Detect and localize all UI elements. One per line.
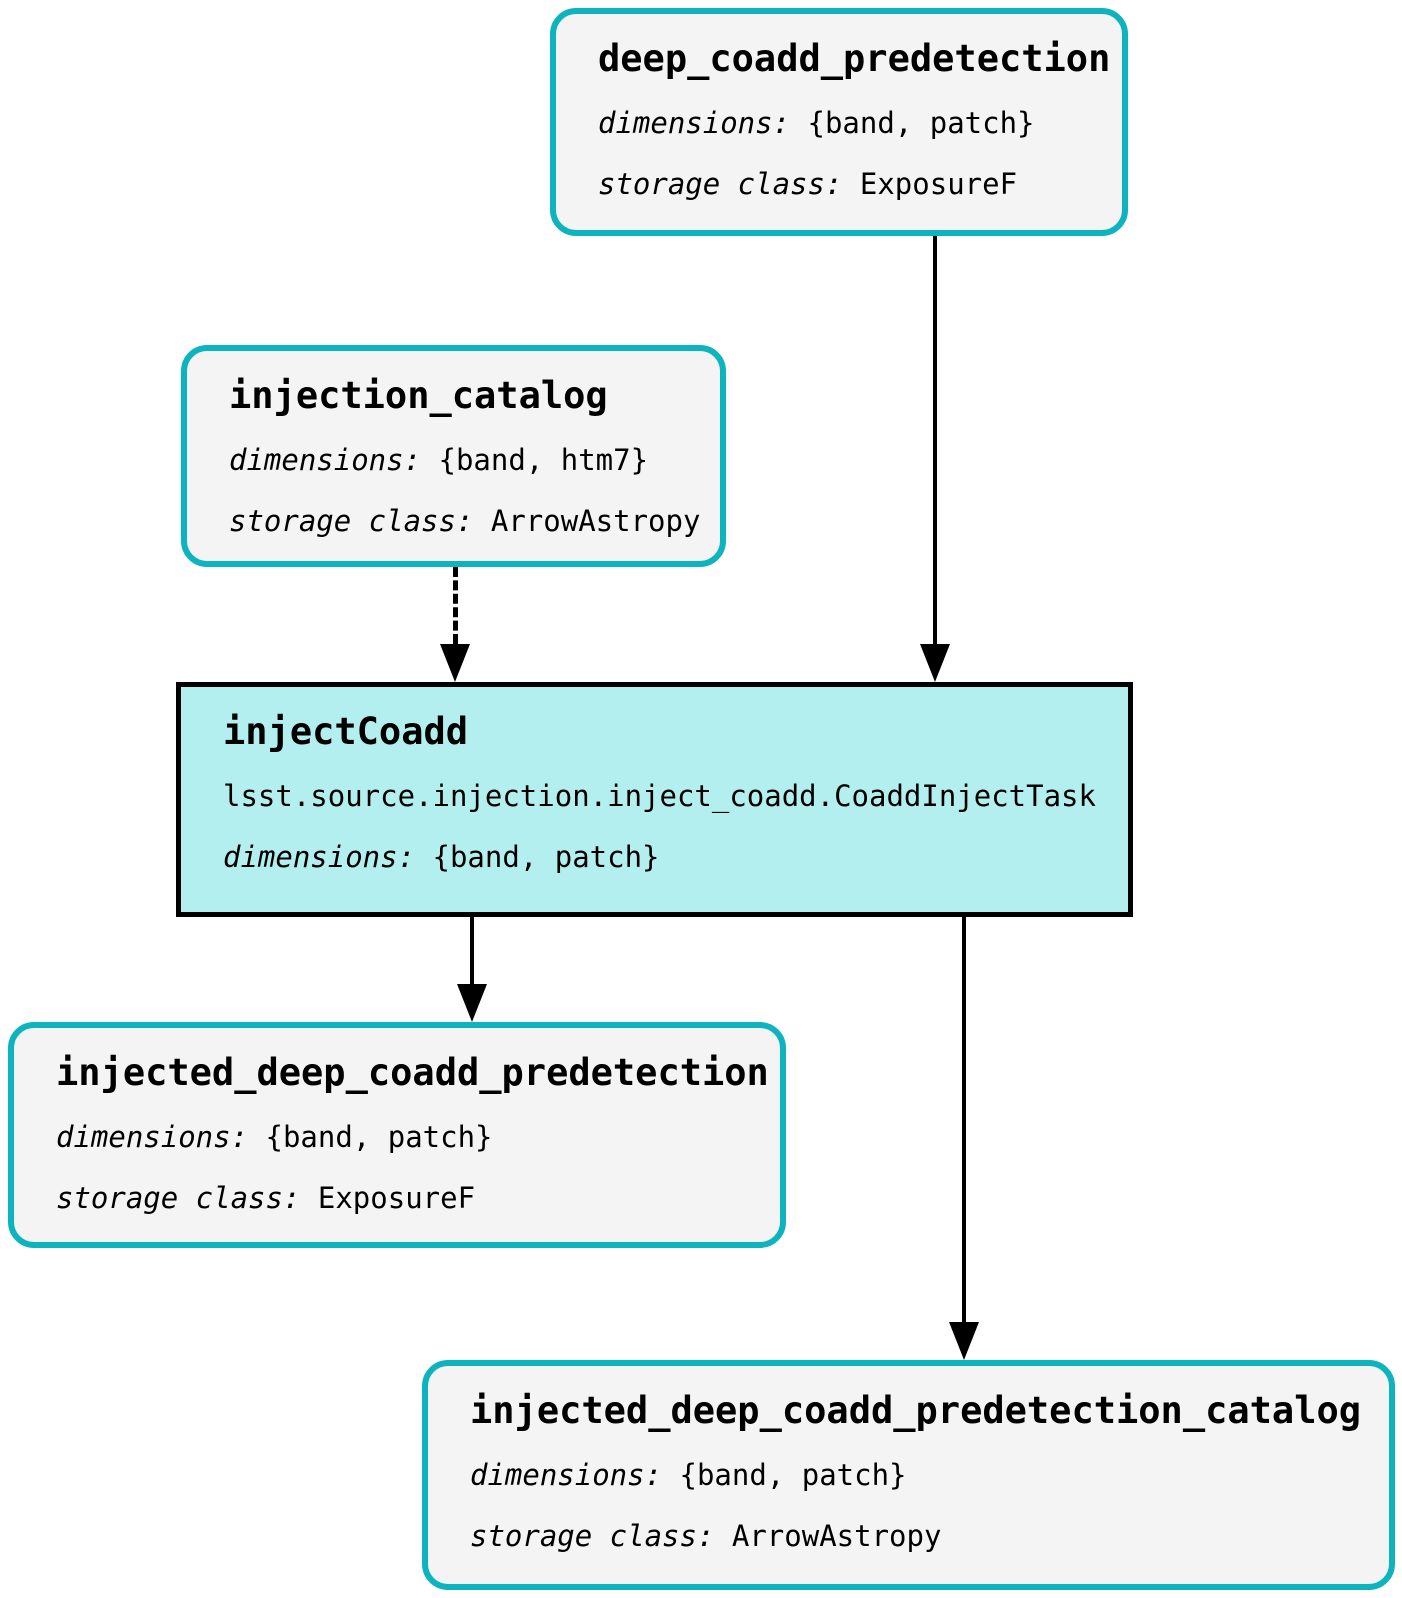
dimensions-value: {band, patch}: [679, 1457, 907, 1492]
node-injection-catalog: injection_catalog dimensions: {band, htm7…: [181, 345, 726, 567]
storage-class-label: storage class:: [56, 1181, 301, 1216]
arrowhead-icon: [457, 984, 487, 1022]
dimensions-row: dimensions: {band, patch}: [598, 105, 1080, 143]
dimensions-row: dimensions: {band, patch}: [56, 1119, 738, 1157]
storage-class-row: storage class: ArrowAstropy: [229, 503, 700, 541]
storage-class-label: storage class:: [470, 1519, 715, 1554]
node-title: injected_deep_coadd_predetection_catalog: [470, 1389, 1362, 1432]
dimensions-value: {band, patch}: [265, 1119, 493, 1154]
node-title: deep_coadd_predetection: [598, 37, 1111, 80]
node-title: injection_catalog: [229, 374, 608, 417]
storage-class-row: storage class: ExposureF: [56, 1180, 738, 1218]
storage-class-value: ArrowAstropy: [731, 1519, 942, 1554]
task-module-path: lsst.source.injection.inject_coadd.Coadd…: [223, 778, 1096, 813]
dimensions-row: dimensions: {band, patch}: [223, 839, 1086, 877]
node-injected-deep-coadd-predetection: injected_deep_coadd_predetection dimensi…: [8, 1022, 786, 1248]
storage-class-label: storage class:: [229, 504, 474, 539]
storage-class-label: storage class:: [598, 167, 843, 202]
storage-class-row: storage class: ArrowAstropy: [470, 1518, 1347, 1556]
dimensions-value: {band, htm7}: [438, 442, 649, 477]
arrowhead-icon: [949, 1322, 979, 1360]
dimensions-row: dimensions: {band, htm7}: [229, 442, 678, 480]
edge-line: [933, 236, 937, 644]
storage-class-value: ExposureF: [317, 1181, 476, 1216]
edge-line: [962, 917, 966, 1322]
arrowhead-icon: [920, 644, 950, 682]
task-title: injectCoadd: [223, 710, 469, 753]
dimensions-value: {band, patch}: [807, 105, 1035, 140]
dimensions-label: dimensions:: [223, 840, 416, 875]
node-title: injected_deep_coadd_predetection: [56, 1051, 769, 1094]
dimensions-label: dimensions:: [229, 442, 422, 477]
arrowhead-icon: [440, 644, 470, 682]
dimensions-label: dimensions:: [598, 105, 791, 140]
node-injectcoadd-task: injectCoadd lsst.source.injection.inject…: [176, 682, 1133, 917]
dimensions-row: dimensions: {band, patch}: [470, 1457, 1347, 1495]
edge-line-dashed: [452, 567, 458, 644]
dimensions-label: dimensions:: [56, 1119, 249, 1154]
edge-line: [470, 917, 474, 984]
storage-class-value: ArrowAstropy: [490, 504, 701, 539]
node-injected-deep-coadd-predetection-catalog: injected_deep_coadd_predetection_catalog…: [422, 1360, 1395, 1590]
node-deep-coadd-predetection: deep_coadd_predetection dimensions: {band…: [550, 8, 1128, 236]
storage-class-value: ExposureF: [859, 167, 1018, 202]
dimensions-label: dimensions:: [470, 1457, 663, 1492]
dimensions-value: {band, patch}: [432, 840, 660, 875]
storage-class-row: storage class: ExposureF: [598, 166, 1080, 204]
